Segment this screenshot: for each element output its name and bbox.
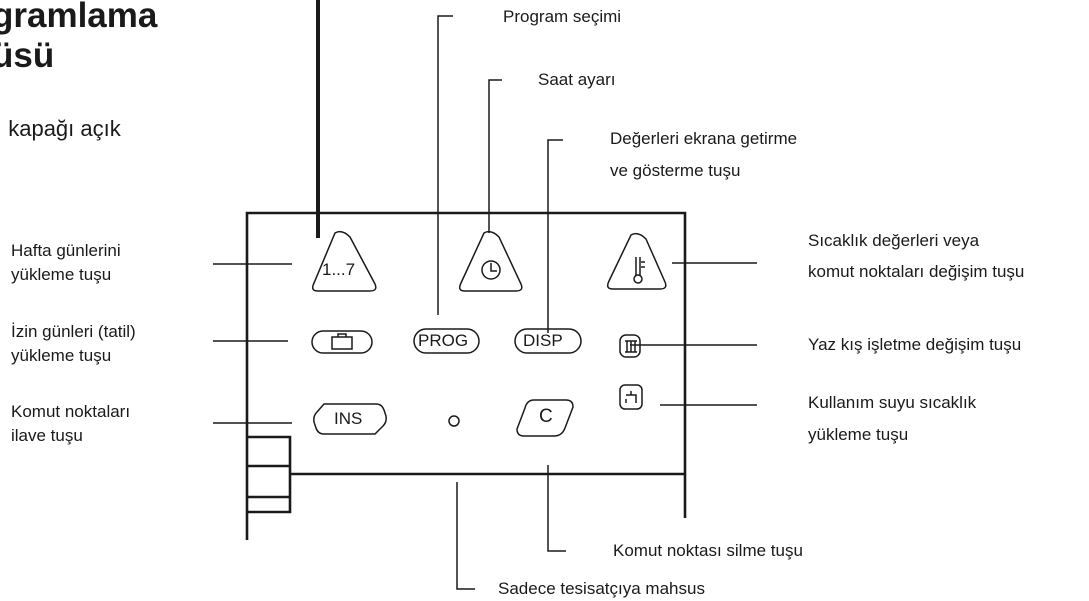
clear-button[interactable]: C — [539, 406, 553, 427]
label-insert-line2: ilave tuşu — [11, 426, 83, 445]
leader-clock — [488, 79, 502, 233]
label-delete-point: Komut noktası silme tuşu — [613, 541, 803, 560]
label-display-line1: Değerleri ekrana getirme — [610, 129, 798, 148]
page-subtitle: ı kapağı açık — [0, 116, 121, 141]
disp-button[interactable]: DISP — [523, 331, 563, 350]
ins-button-shape — [313, 403, 387, 435]
clock-hands — [490, 263, 497, 272]
label-temperature-line2: komut noktaları değişim tuşu — [808, 262, 1025, 281]
clock-button-shape — [458, 230, 523, 292]
label-temperature-line1: Sıcaklık değerleri veya — [808, 231, 980, 250]
label-insert-line1: Komut noktaları — [11, 402, 131, 421]
service-dot-icon — [448, 415, 460, 427]
temperature-button-shape — [606, 232, 667, 290]
thermometer-icon — [633, 257, 645, 284]
label-summer-winter: Yaz kış işletme değişim tuşu — [808, 335, 1022, 354]
leader-program — [437, 15, 453, 315]
prog-button-shape — [413, 328, 480, 354]
days-button[interactable]: 1...7 — [322, 260, 356, 279]
holiday-button-shape — [311, 330, 373, 354]
label-weekdays-line1: Hafta günlerini — [11, 241, 121, 260]
suitcase-icon — [331, 333, 353, 350]
label-hot-water-line1: Kullanım suyu sıcaklık — [808, 393, 977, 412]
leader-installer — [456, 482, 475, 590]
days-button-shape — [311, 230, 377, 292]
label-hot-water-line2: yükleme tuşu — [808, 425, 909, 444]
prog-button[interactable]: PROG — [418, 331, 469, 350]
label-program-selection: Program seçimi — [503, 7, 622, 26]
label-clock-setting: Saat ayarı — [538, 70, 616, 89]
panel-outline — [245, 211, 687, 540]
page-title-line1: gramlama — [0, 0, 158, 35]
disp-button-shape — [514, 328, 582, 354]
label-weekdays-line2: yükleme tuşu — [11, 265, 112, 284]
sun-snow-icon — [619, 334, 641, 358]
clock-icon — [481, 260, 501, 280]
ins-button[interactable]: INS — [334, 409, 363, 428]
label-installer-only: Sadece tesisatçıya mahsus — [498, 579, 705, 598]
label-holidays-line1: İzin günleri (tatil) — [11, 322, 136, 341]
faucet-icon — [619, 384, 643, 410]
clear-button-shape — [516, 399, 574, 437]
panel-bracket — [247, 435, 292, 514]
page-title-line2: üsü — [0, 36, 55, 75]
leader-delete — [547, 465, 566, 552]
leader-display — [547, 139, 563, 333]
label-display-line2: ve gösterme tuşu — [610, 161, 741, 180]
label-holidays-line2: yükleme tuşu — [11, 346, 112, 365]
